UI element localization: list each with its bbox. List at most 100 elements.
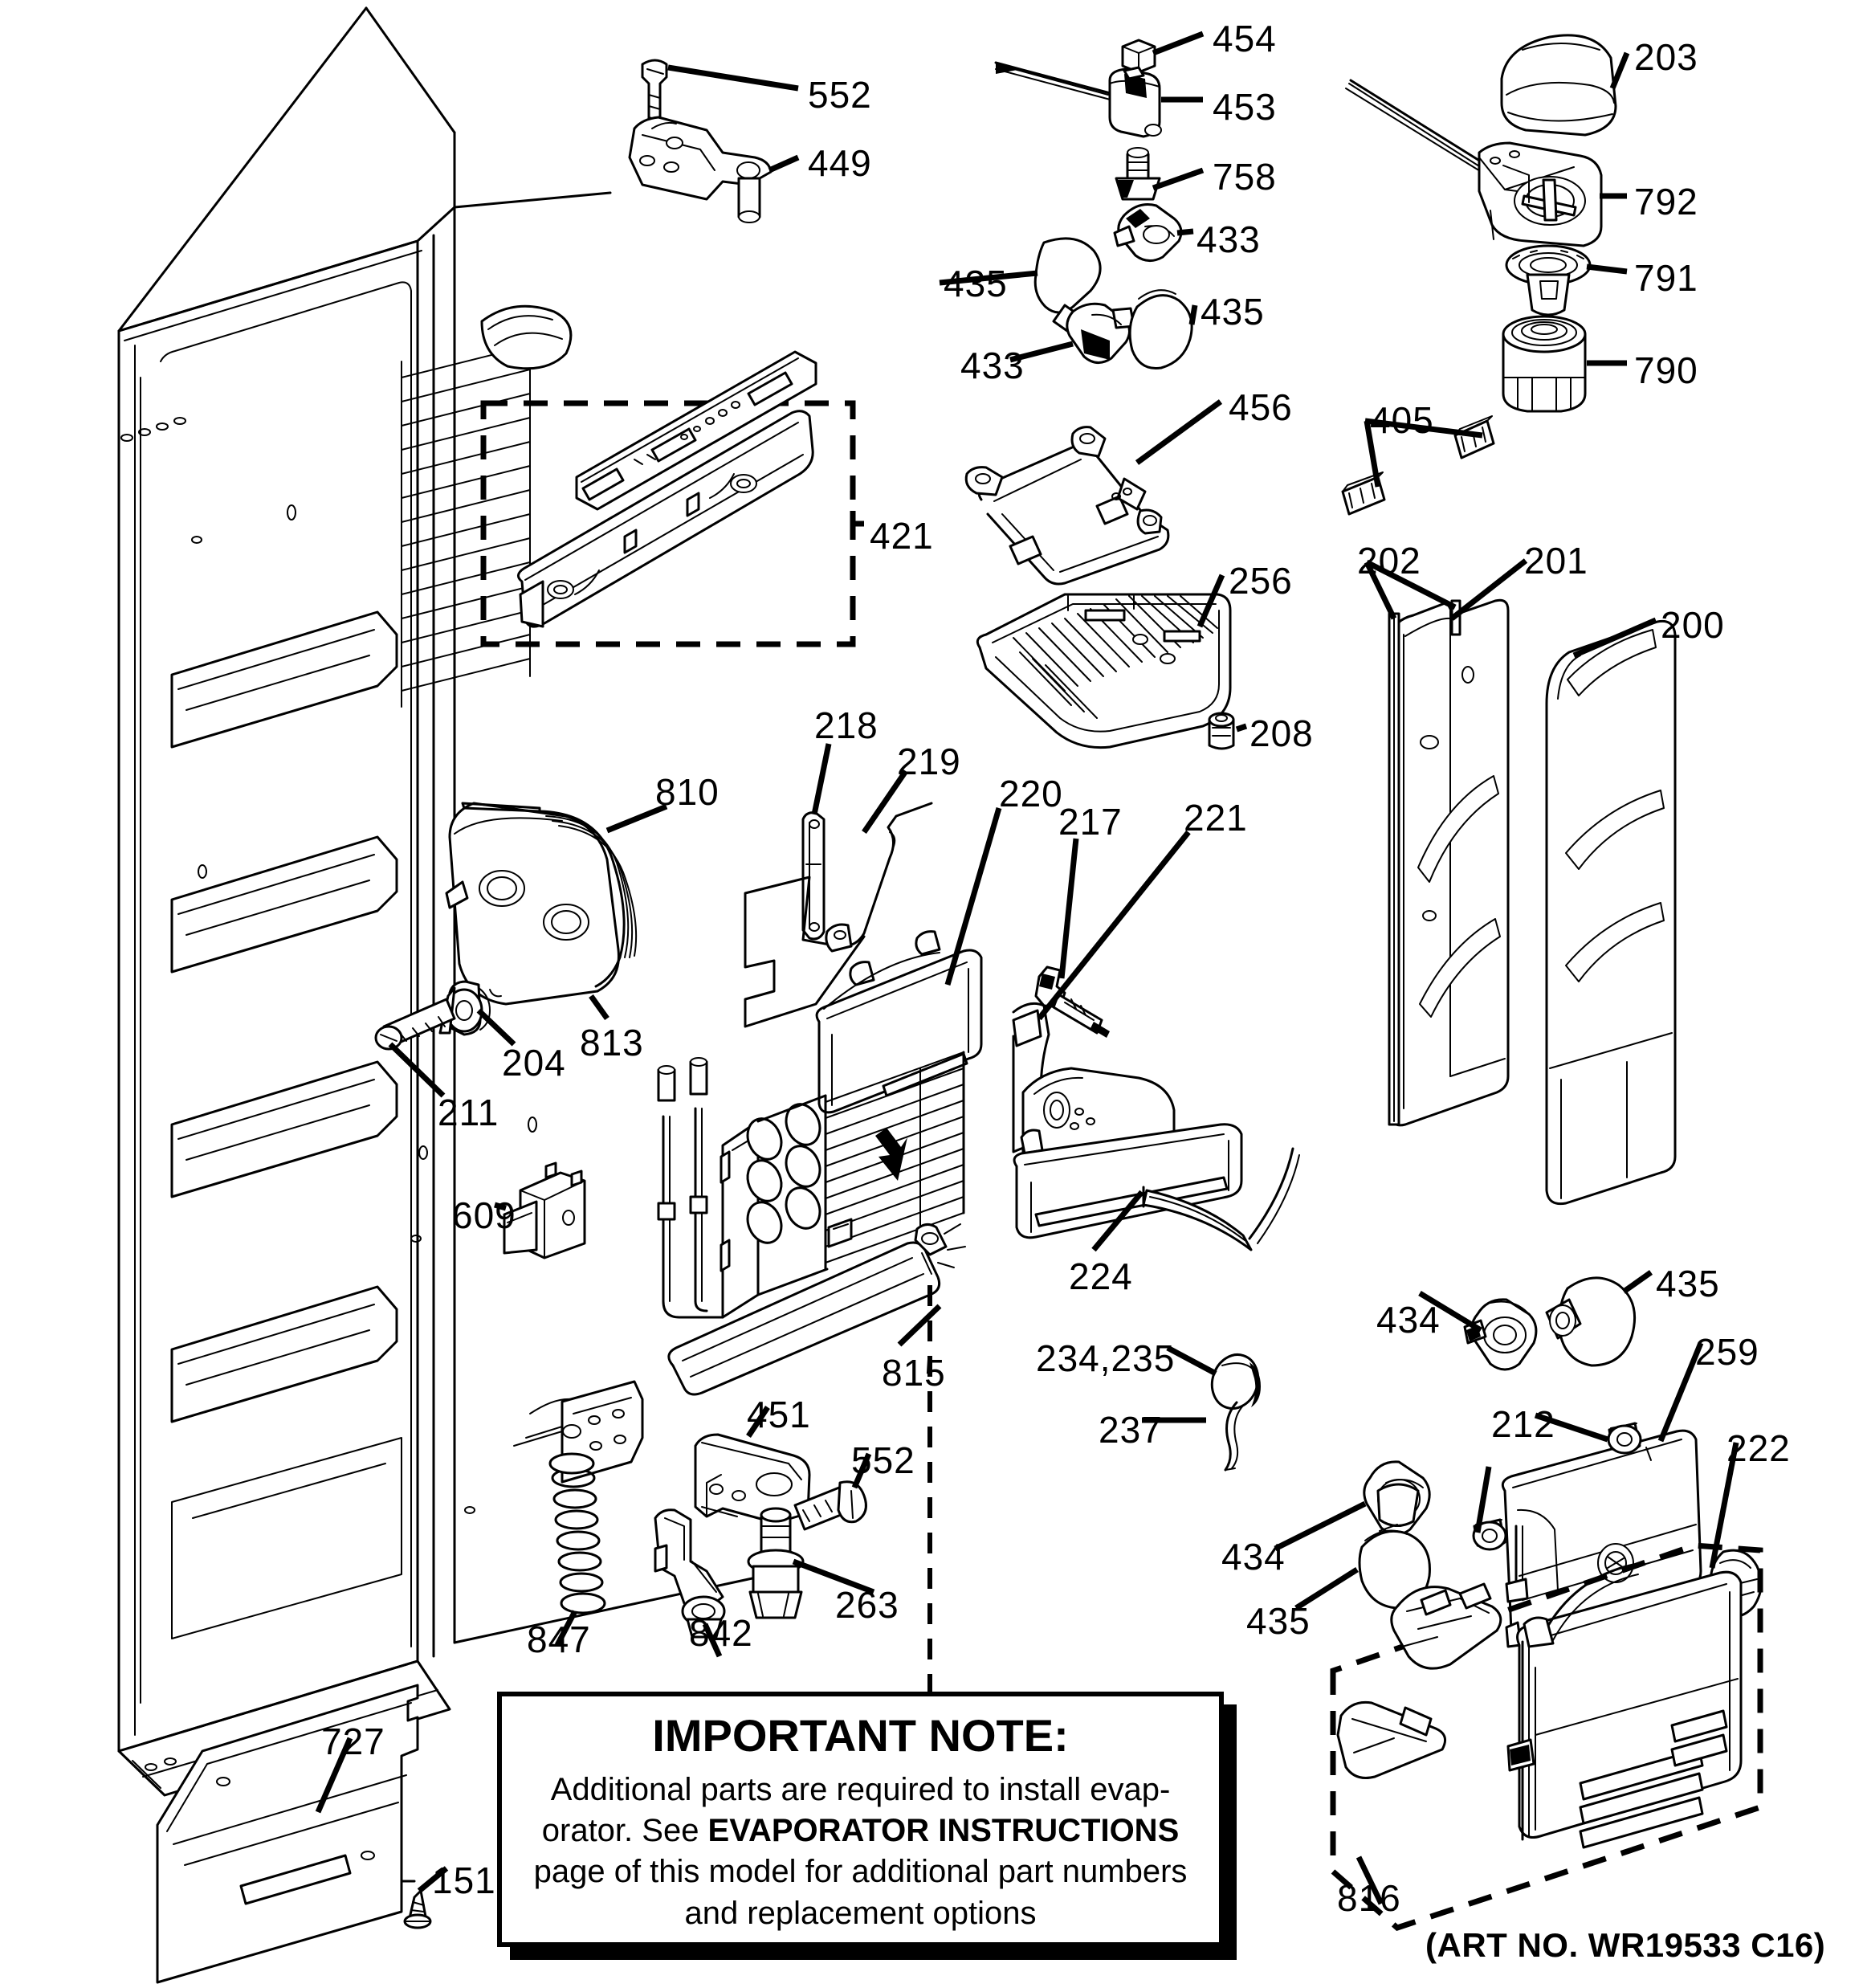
part-434-socket-upper (1463, 1298, 1538, 1371)
part-256-glass-shelf (976, 593, 1232, 749)
callout-552-top: 552 (808, 74, 872, 116)
part-221-drawer-housing (1012, 1002, 1243, 1239)
note-line-1: Additional parts are required to install… (550, 1772, 1171, 1807)
callout-434-b: 434 (1221, 1536, 1286, 1578)
callout-219: 219 (897, 741, 961, 782)
callout-201: 201 (1524, 540, 1588, 582)
note-line-2a: orator. See (541, 1813, 708, 1849)
part-435-bulb-b (1128, 289, 1193, 370)
callout-434-a: 434 (1376, 1299, 1441, 1341)
part-151-grille-screw (400, 1880, 432, 1929)
callout-204: 204 (502, 1042, 566, 1084)
callout-791: 791 (1634, 257, 1698, 299)
part-816-air-tower (1330, 1525, 1763, 1931)
part-218-latch-rod (801, 811, 826, 941)
part-792-filter-housing (1478, 141, 1603, 247)
callout-256: 256 (1229, 560, 1293, 602)
callout-234-235: 234,235 (1036, 1337, 1176, 1379)
part-456-shelf-frame (964, 426, 1170, 586)
part-847-spring (548, 1452, 606, 1614)
callout-218: 218 (814, 704, 879, 746)
callout-433-a: 433 (1196, 218, 1261, 260)
callout-552-bottom: 552 (851, 1439, 915, 1481)
part-435-bulb-upper-right (1545, 1276, 1637, 1367)
part-758-bolt (1115, 147, 1161, 201)
part-219-tray-support (744, 802, 933, 1028)
part-449-hinge-bracket (628, 116, 773, 223)
note-heading: IMPORTANT NOTE: (652, 1710, 1069, 1761)
callout-453: 453 (1213, 86, 1277, 128)
part-202-liner-trim (1388, 599, 1461, 1126)
callout-727: 727 (321, 1721, 385, 1762)
callout-259: 259 (1695, 1331, 1759, 1373)
part-405-clip-a (1341, 471, 1386, 516)
callout-810: 810 (655, 771, 720, 813)
part-842-roller-bracket (654, 1508, 726, 1639)
note-line-3: page of this model for additional part n… (533, 1854, 1188, 1890)
part-609-door-switch (503, 1161, 586, 1259)
callout-758: 758 (1213, 156, 1277, 198)
part-727-kickplate (156, 1684, 419, 1984)
callout-200: 200 (1661, 604, 1725, 646)
callout-435-c: 435 (1656, 1263, 1720, 1304)
callout-792: 792 (1634, 181, 1698, 222)
callout-208: 208 (1249, 712, 1314, 754)
important-note-box: IMPORTANT NOTE: Additional parts are req… (497, 1692, 1224, 1947)
callout-449: 449 (808, 142, 872, 184)
part-201-inner-door-liner (1391, 598, 1510, 1127)
callout-221: 221 (1184, 797, 1248, 839)
callout-609: 609 (452, 1194, 516, 1236)
part-tie-strap (994, 61, 1118, 102)
part-211-mounting-screw (374, 986, 456, 1051)
part-434-socket-lower (1363, 1460, 1431, 1536)
part-212-bushing-a (1607, 1422, 1642, 1455)
part-200-outer-door-panel (1545, 619, 1677, 1206)
art-number-label: (ART NO. WR19533 C16) (1425, 1926, 1826, 1964)
part-815-drip-tray (667, 1223, 966, 1396)
refrigerator-cabinet (117, 6, 773, 1797)
note-body: Additional parts are required to install… (502, 1770, 1219, 1934)
callout-816: 816 (1337, 1877, 1401, 1919)
part-208-stud (1208, 712, 1235, 750)
callout-435-a: 435 (944, 263, 1008, 304)
part-212-bushing-b (1472, 1518, 1507, 1551)
callout-451: 451 (747, 1394, 811, 1435)
filter-water-line (1345, 79, 1489, 174)
callout-217: 217 (1058, 801, 1123, 843)
callout-435-d: 435 (1246, 1600, 1311, 1642)
callout-435-b: 435 (1201, 291, 1265, 333)
part-453-bushing (1108, 66, 1162, 138)
part-791-filter-adapter (1505, 244, 1592, 316)
note-line-2: orator. See EVAPORATOR INSTRUCTIONS (513, 1810, 1208, 1851)
part-224-drawer-trim-rail (1142, 1147, 1300, 1251)
part-790-filter-cartridge (1502, 315, 1587, 413)
callout-847: 847 (527, 1619, 591, 1660)
callout-222: 222 (1726, 1427, 1791, 1469)
part-552-screw-bottom (793, 1480, 867, 1531)
note-line-2b: EVAPORATOR INSTRUCTIONS (707, 1813, 1180, 1849)
part-203-filter-cover (1500, 34, 1617, 137)
leader-lines (315, 31, 1739, 1905)
callout-263: 263 (835, 1584, 899, 1626)
callout-433-b: 433 (960, 345, 1025, 386)
part-810-coil-tubing (461, 802, 638, 988)
evaporator-assembly (657, 1051, 965, 1319)
part-451-bottom-hinge (694, 1433, 811, 1525)
callout-842: 842 (689, 1612, 753, 1654)
callout-421: 421 (870, 515, 934, 557)
callout-224: 224 (1069, 1255, 1133, 1297)
callout-211: 211 (438, 1092, 499, 1133)
part-433-socket-b (1066, 302, 1135, 364)
callout-456: 456 (1229, 386, 1293, 428)
callout-790: 790 (1634, 349, 1698, 391)
part-237-control-wire (1224, 1401, 1244, 1472)
callout-405: 405 (1370, 399, 1434, 441)
callout-237: 237 (1099, 1409, 1163, 1451)
note-line-4: and replacement options (684, 1895, 1037, 1931)
callout-203: 203 (1634, 36, 1698, 78)
part-263-leveling-leg (747, 1507, 805, 1619)
part-454-nut (1121, 39, 1156, 74)
callout-212: 212 (1491, 1403, 1555, 1445)
callout-220: 220 (999, 773, 1063, 814)
